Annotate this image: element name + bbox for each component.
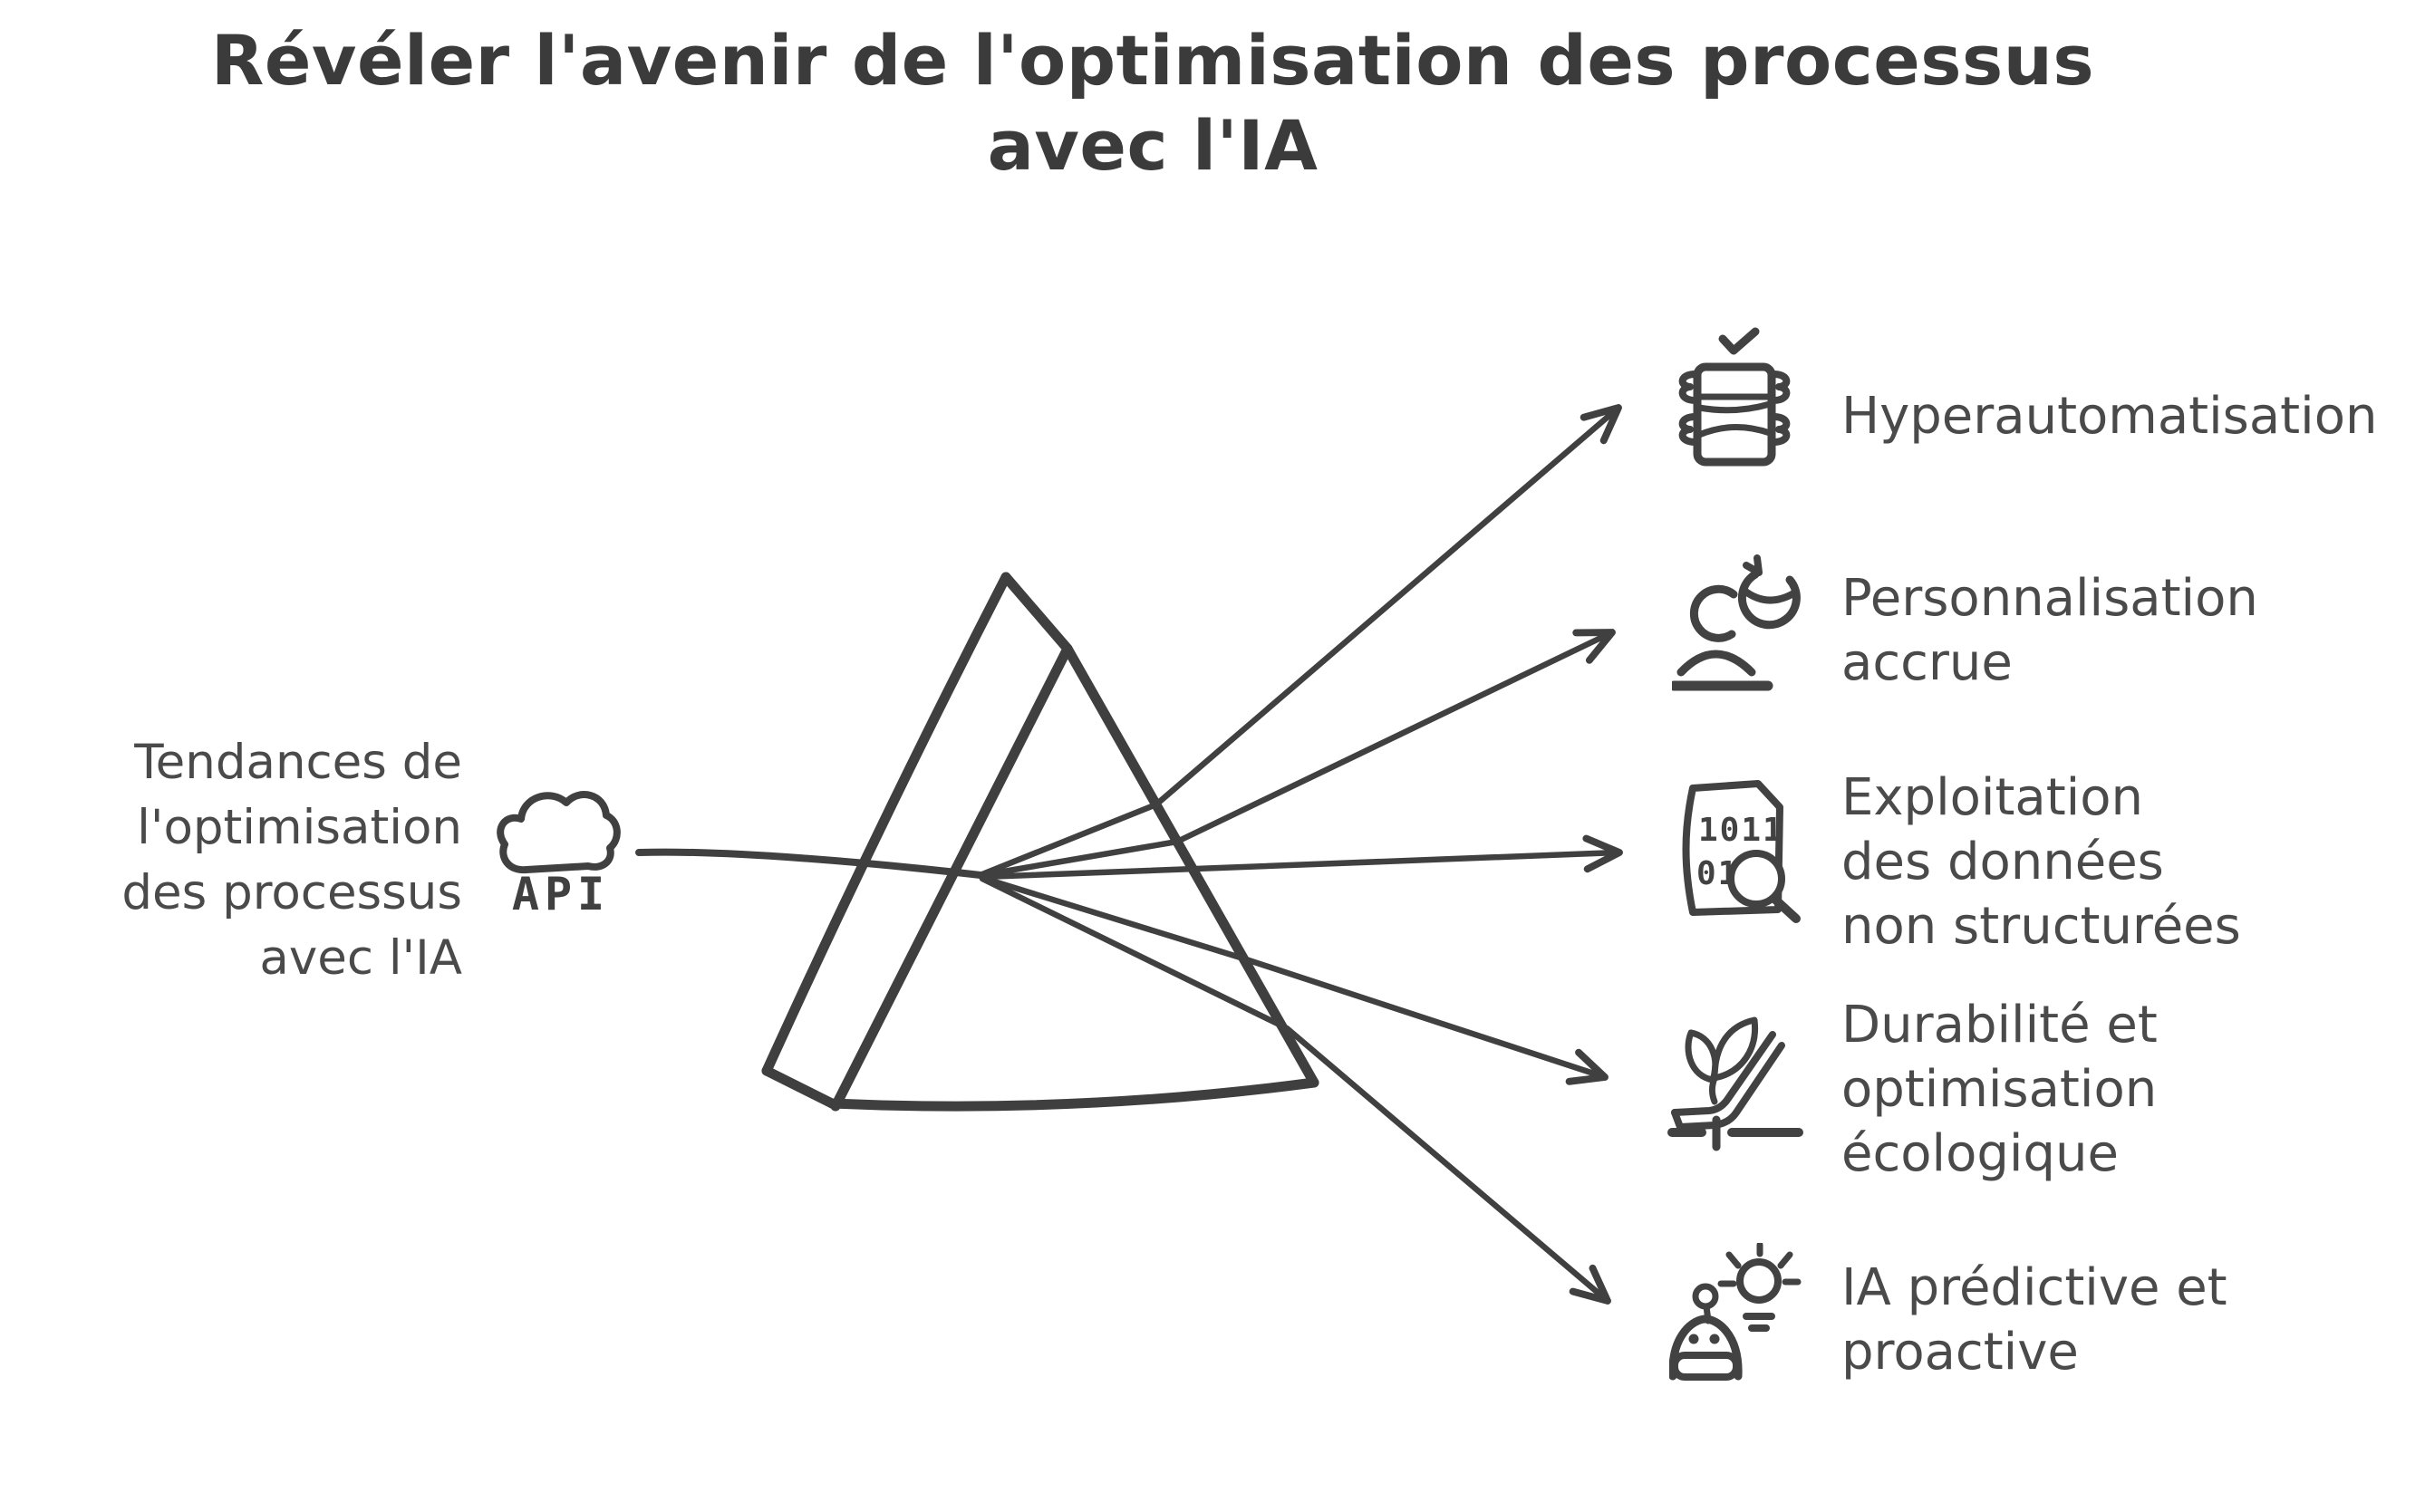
bulb-ray bbox=[1725, 1251, 1742, 1269]
prism-icon bbox=[761, 572, 1319, 1112]
leaf bbox=[1711, 1016, 1759, 1082]
server-body bbox=[1693, 362, 1776, 467]
source-label-line: Tendances de bbox=[134, 735, 462, 790]
robot-eye bbox=[1709, 1334, 1720, 1344]
bulb-ray bbox=[1777, 1251, 1793, 1269]
title-line-1: Révéler l'avenir de l'optimisation des p… bbox=[210, 20, 2095, 101]
prism-back-bottom-edge bbox=[761, 1065, 837, 1109]
api-label: API bbox=[511, 868, 611, 920]
hand-line bbox=[1671, 1031, 1776, 1116]
left-bracket bbox=[1678, 371, 1699, 404]
source-label-line: des processus bbox=[121, 865, 462, 920]
label-line: IA prédictive et bbox=[1841, 1258, 2227, 1317]
prism-inner-edge bbox=[830, 643, 1073, 1112]
output-label-personalization: Personnalisation accrue bbox=[1841, 566, 2258, 695]
cloud-outline bbox=[497, 791, 621, 874]
prism-left-edge bbox=[761, 572, 1011, 1076]
refresh-swirl bbox=[1741, 587, 1799, 604]
label-line: Personnalisation bbox=[1841, 569, 2258, 628]
output-label-sustainability: Durabilité et optimisation écologique bbox=[1841, 993, 2158, 1186]
light-ray-personalization bbox=[979, 629, 1616, 879]
light-ray-predictive-ai bbox=[979, 875, 1611, 1305]
person-head bbox=[1689, 584, 1738, 642]
prism-apex-edge bbox=[1000, 572, 1073, 654]
unstructured-data-icon: 1011 01 bbox=[1682, 780, 1801, 923]
robot-eye bbox=[1688, 1334, 1699, 1344]
diagram-title: Révéler l'avenir de l'optimisation des p… bbox=[0, 18, 2305, 188]
title-line-2: avec l'IA bbox=[987, 105, 1319, 186]
refresh-arrow bbox=[1743, 554, 1763, 576]
document-outline bbox=[1682, 780, 1783, 916]
prism-bottom-edge bbox=[826, 1077, 1319, 1112]
prism-right-edge bbox=[1062, 643, 1319, 1088]
label-line: écologique bbox=[1841, 1124, 2119, 1183]
sustainability-icon bbox=[1667, 1016, 1803, 1151]
lightbulb-icon bbox=[1736, 1258, 1782, 1304]
personalization-icon bbox=[1672, 554, 1801, 691]
label-line: Durabilité et bbox=[1841, 996, 2158, 1055]
source-label-line: avec l'IA bbox=[259, 930, 462, 986]
checkmark-icon bbox=[1718, 327, 1760, 355]
right-bracket bbox=[1770, 413, 1791, 446]
label-line: non structurées bbox=[1841, 897, 2241, 956]
output-label-hyperautomation: Hyperautomatisation bbox=[1841, 384, 2377, 448]
left-bracket bbox=[1678, 413, 1699, 446]
label-line: accrue bbox=[1841, 633, 2013, 692]
magnifier-lens bbox=[1727, 850, 1785, 908]
label-line: optimisation bbox=[1841, 1060, 2158, 1119]
light-ray-hyperautomation bbox=[979, 404, 1622, 878]
binary-row: 1011 bbox=[1698, 812, 1784, 849]
light-ray-sustainability bbox=[979, 874, 1609, 1085]
label-line: proactive bbox=[1841, 1323, 2079, 1382]
robot-mouth bbox=[1671, 1352, 1740, 1381]
leaf bbox=[1685, 1029, 1719, 1083]
label-line: des données bbox=[1841, 833, 2164, 891]
source-label-line: l'optimisation bbox=[137, 800, 462, 855]
output-label-unstructured-data: Exploitation des données non structurées bbox=[1841, 766, 2241, 958]
label-line: Hyperautomatisation bbox=[1841, 387, 2378, 446]
predictive-ai-icon bbox=[1669, 1243, 1802, 1381]
hyperautomation-icon bbox=[1678, 327, 1791, 467]
robot-head bbox=[1669, 1315, 1743, 1381]
label-line: Exploitation bbox=[1841, 768, 2143, 827]
api-cloud-icon bbox=[497, 791, 621, 874]
input-light-ray bbox=[635, 848, 984, 879]
output-label-predictive-ai: IA prédictive et proactive bbox=[1841, 1256, 2227, 1384]
right-bracket bbox=[1770, 371, 1791, 404]
stem bbox=[1708, 1074, 1718, 1105]
person-shoulders bbox=[1676, 650, 1756, 677]
source-label: Tendances de l'optimisation des processu… bbox=[53, 730, 462, 991]
light-ray-unstructured-data bbox=[979, 834, 1623, 881]
magnifier-handle bbox=[1770, 894, 1801, 923]
